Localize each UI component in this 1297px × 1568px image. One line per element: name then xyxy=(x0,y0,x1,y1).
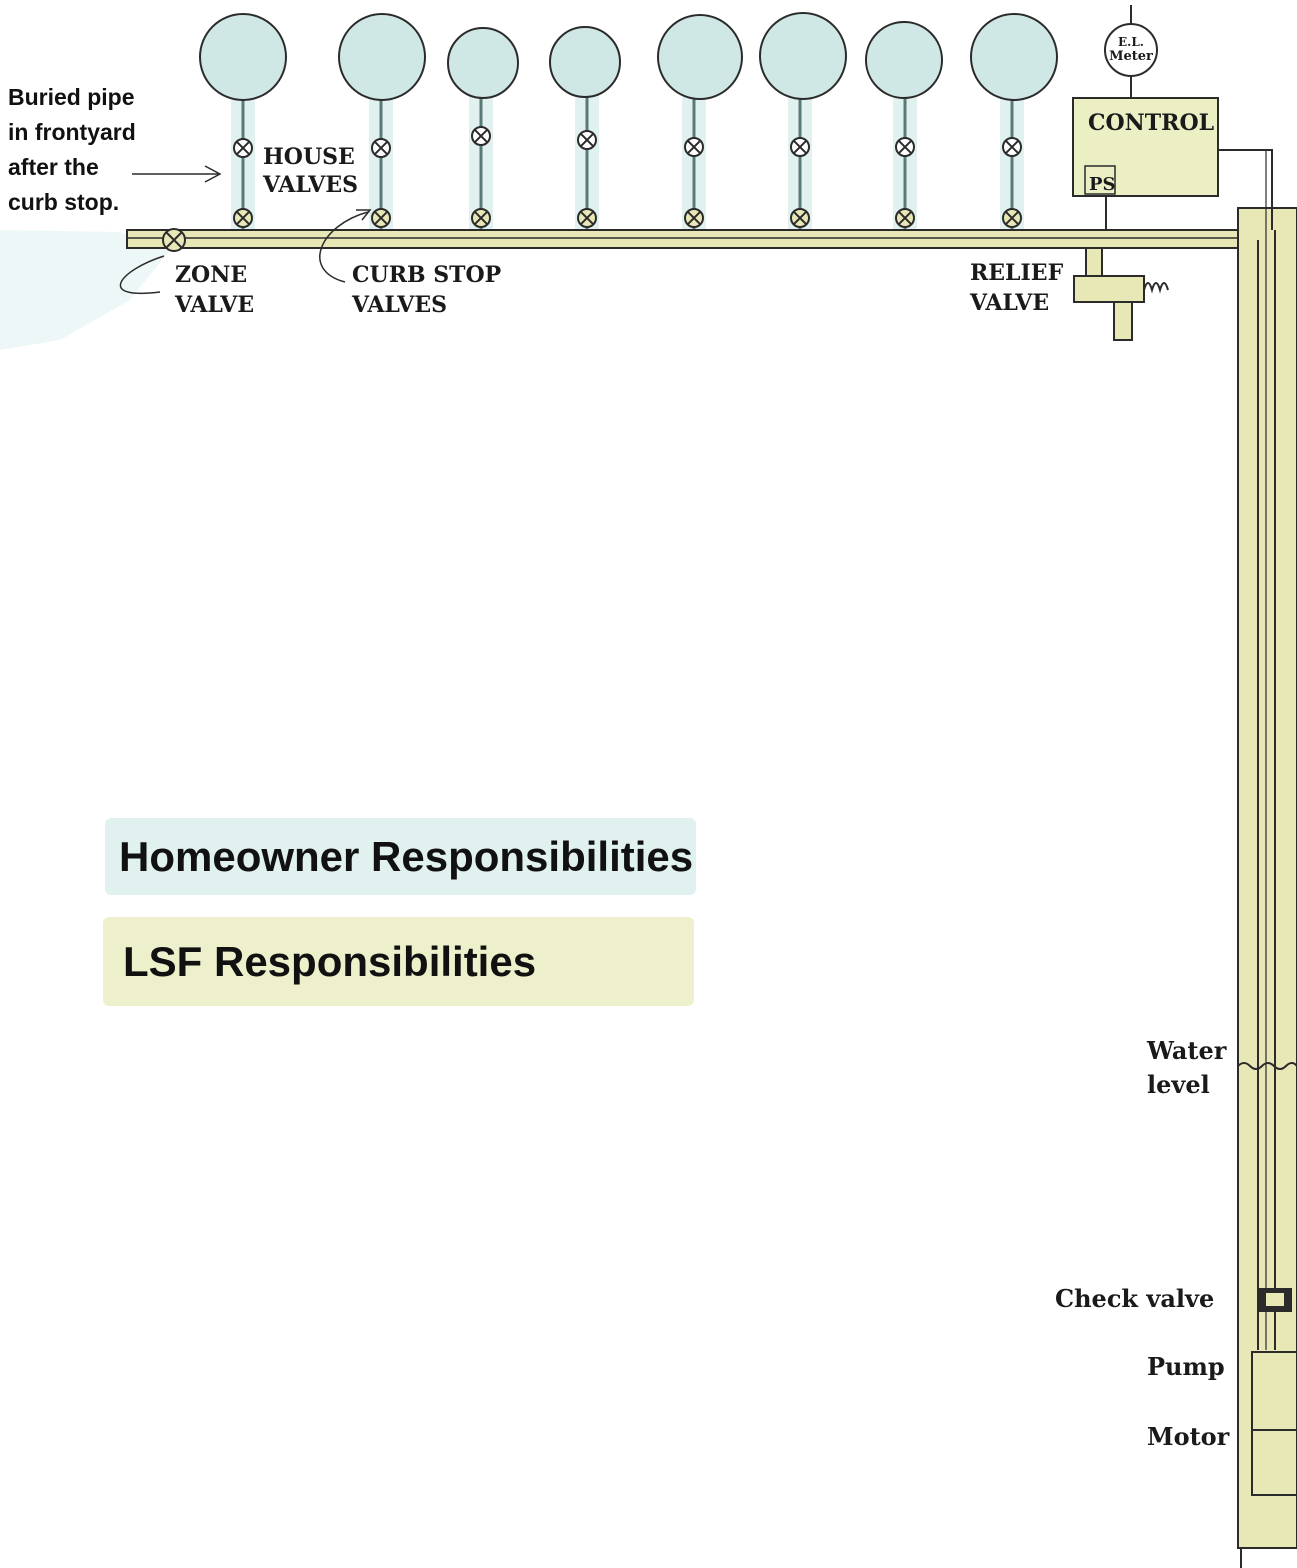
ps-label: PS xyxy=(1089,174,1116,195)
motor-body xyxy=(1251,1429,1297,1496)
curb-stop-valve-icon-7-cross-b xyxy=(897,210,913,226)
buried-pipe-label-line4: curb stop. xyxy=(8,189,119,215)
water-level-line xyxy=(1237,1062,1297,1070)
control-label: CONTROL xyxy=(1088,110,1214,136)
curb-stop-label-line1: CURB STOP xyxy=(352,262,501,288)
house-valve-icon-1-cross-b xyxy=(235,140,251,156)
meter-label-line2: Meter xyxy=(1109,49,1153,64)
house-valve-icon-8 xyxy=(1002,137,1022,157)
curb-stop-valve-icon-4-cross-b xyxy=(579,210,595,226)
zone-valve-icon xyxy=(162,228,186,252)
relief-valve-label-line1: RELIEF xyxy=(970,260,1064,286)
buried-pipe-label-line2: in frontyard xyxy=(8,119,136,145)
zone-valve-label-line2: VALVE xyxy=(174,292,254,318)
water-level-label-line1: Water xyxy=(1146,1036,1227,1065)
curb-stop-valve-icon-1 xyxy=(233,208,253,228)
house-valve-icon-5 xyxy=(684,137,704,157)
house-valves-label-line2: VALVES xyxy=(262,172,358,198)
relief-valve-label-line2: VALVE xyxy=(969,290,1049,316)
house-circle-icon-8 xyxy=(970,13,1058,101)
house-circle-icon-2 xyxy=(338,13,426,101)
house-valve-icon-1 xyxy=(233,138,253,158)
zone-valve-pointer xyxy=(119,255,165,294)
zone-valve-label-line1: ZONE xyxy=(175,262,247,288)
house-circle-icon-1 xyxy=(199,13,287,101)
house-valve-icon-6 xyxy=(790,137,810,157)
check-valve-inner xyxy=(1266,1293,1284,1306)
homeowner-area-wash xyxy=(0,230,170,350)
curb-stop-valve-icon-7 xyxy=(895,208,915,228)
control-to-well-cable xyxy=(1218,149,1273,230)
house-valve-icon-3 xyxy=(471,126,491,146)
curb-stop-pointer xyxy=(319,211,369,283)
house-valve-icon-4 xyxy=(577,130,597,150)
house-valve-icon-8-cross-b xyxy=(1004,139,1020,155)
legend-homeowner: Homeowner Responsibilities xyxy=(105,818,696,895)
buried-pipe-label-line3: after the xyxy=(8,154,99,180)
house-valve-icon-3-cross-b xyxy=(473,128,489,144)
curb-stop-valve-icon-8 xyxy=(1002,208,1022,228)
house-circle-icon-5 xyxy=(657,14,743,100)
check-valve-label: Check valve xyxy=(1055,1284,1214,1313)
pump-body xyxy=(1251,1351,1297,1431)
buried-pipe-label-line1: Buried pipe xyxy=(8,84,135,110)
motor-label: Motor xyxy=(1147,1422,1230,1451)
curb-stop-valve-icon-1-cross-b xyxy=(235,210,251,226)
legend-lsf: LSF Responsibilities xyxy=(103,917,694,1006)
curb-stop-valve-icon-6-cross-b xyxy=(792,210,808,226)
house-valve-icon-2-cross-b xyxy=(373,140,389,156)
house-valve-icon-2 xyxy=(371,138,391,158)
curb-stop-valve-icon-2 xyxy=(371,208,391,228)
curb-stop-valve-icon-8-cross-b xyxy=(1004,210,1020,226)
water-level-label-line2: level xyxy=(1147,1070,1210,1099)
legend-homeowner-text: Homeowner Responsibilities xyxy=(119,832,694,880)
relief-valve-body xyxy=(1073,275,1145,303)
curb-stop-arrowhead xyxy=(356,209,372,221)
house-circle-icon-3 xyxy=(447,27,519,99)
curb-stop-label-line2: VALVES xyxy=(351,292,447,318)
relief-valve-stem xyxy=(1085,247,1103,277)
curb-stop-valve-icon-6 xyxy=(790,208,810,228)
relief-valve-outlet xyxy=(1113,301,1133,341)
buried-pipe-arrowhead xyxy=(204,165,222,183)
curb-stop-valve-icon-5 xyxy=(684,208,704,228)
house-circle-icon-4 xyxy=(549,26,621,98)
house-valve-icon-7-cross-b xyxy=(897,139,913,155)
house-connections xyxy=(199,12,1058,230)
curb-stop-valve-icon-4 xyxy=(577,208,597,228)
house-valve-icon-4-cross-b xyxy=(579,132,595,148)
curb-stop-valve-icon-5-cross-b xyxy=(686,210,702,226)
house-valve-icon-6-cross-b xyxy=(792,139,808,155)
well-casing xyxy=(1237,207,1297,1549)
house-circle-icon-6 xyxy=(759,12,847,100)
house-valves-label-line1: HOUSE xyxy=(263,144,355,170)
house-circle-icon-7 xyxy=(865,21,943,99)
relief-valve-spring xyxy=(1143,282,1169,294)
house-valve-icon-5-cross-b xyxy=(686,139,702,155)
house-valve-icon-7 xyxy=(895,137,915,157)
main-pipe xyxy=(126,229,1288,249)
pressure-switch-box xyxy=(1084,165,1116,195)
pump-label: Pump xyxy=(1147,1352,1225,1381)
meter-label-line1: E.L. xyxy=(1118,35,1144,49)
curb-stop-valve-icon-2-cross-b xyxy=(373,210,389,226)
legend-lsf-text: LSF Responsibilities xyxy=(123,937,537,985)
curb-stop-valve-icon-3 xyxy=(471,208,491,228)
curb-stop-valve-icon-3-cross-b xyxy=(473,210,489,226)
